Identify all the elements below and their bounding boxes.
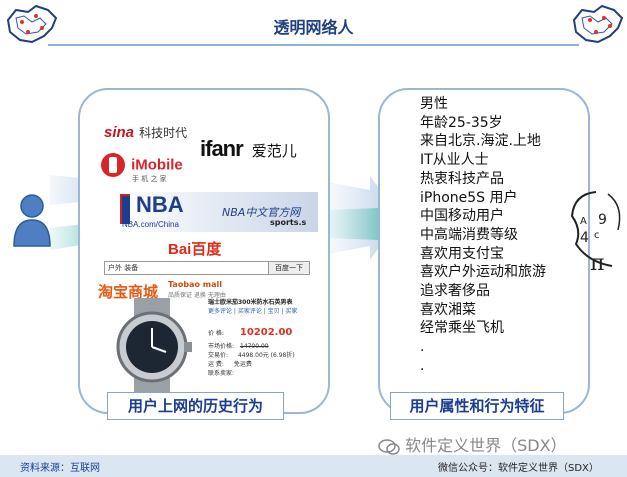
attribute-item: 喜欢用支付宝 xyxy=(420,245,504,262)
imobile-logo: iMobile 手 机 之 家 xyxy=(100,152,183,184)
svg-text:9: 9 xyxy=(598,212,607,228)
nba-logo-mark-blue xyxy=(122,196,130,224)
taobao-mall-label: Taobao mall xyxy=(168,280,222,289)
attributes-panel xyxy=(378,88,590,414)
page-title: 透明网络人 xyxy=(273,18,354,37)
baidu-logo: Bai百度 xyxy=(168,241,222,258)
attribute-item: 来自北京.海淀.上地 xyxy=(420,133,541,150)
freight-row: 运 费: 免运费 xyxy=(208,361,252,368)
header-divider xyxy=(48,44,579,46)
taobao-logo: 淘宝商城 xyxy=(98,283,159,301)
svg-text:4: 4 xyxy=(580,230,589,246)
attribute-item: . xyxy=(420,357,425,374)
product-info: 瑞士欧米茄300米防水石英男表 更多评论 | 买家评论 | 宝贝 | 买家 价 … xyxy=(208,298,316,378)
attribute-item: 经常乘坐飞机 xyxy=(420,320,504,337)
price-row: 价 格: 10202.00 xyxy=(208,327,293,338)
china-map-icon xyxy=(6,4,58,44)
baidu-search-input[interactable]: 户外 装备 xyxy=(104,261,269,275)
attribute-item: 喜欢户外运动和旅游 xyxy=(420,264,546,281)
product-title: 瑞士欧米茄300米防水石英男表 xyxy=(208,299,293,306)
attribute-list: 男性年龄25-35岁来自北京.海淀.上地 IT从业人士热衷科技产品 iPhone5S… xyxy=(420,95,546,376)
attribute-item: . xyxy=(420,339,425,356)
attribute-item: 追求奢侈品 xyxy=(420,283,490,300)
footer-bar xyxy=(0,455,627,477)
attribute-item: 喜欢湘菜 xyxy=(420,301,476,318)
svg-text:A: A xyxy=(580,216,587,227)
attribute-item: 中高端消费等级 xyxy=(420,226,518,243)
contact-row: 联系卖家: xyxy=(208,370,235,377)
product-links[interactable]: 更多评论 | 买家评论 | 宝贝 | 买家 xyxy=(208,308,298,315)
wechat-account: 微信公众号：软件定义世界（SDX） xyxy=(438,463,599,474)
svg-text:π: π xyxy=(590,251,604,276)
thinking-face-icon: A 9 4 c π xyxy=(570,191,621,276)
ifanr-logo: ifanr 爱范儿 xyxy=(200,136,297,161)
attribute-item: 年龄25-35岁 xyxy=(420,114,503,131)
source-text: 资料来源：互联网 xyxy=(20,463,100,474)
trade-price-row: 交易价: 4498.00元 (6.98折) xyxy=(208,352,295,359)
wechat-icon xyxy=(378,438,400,455)
sina-logo: sina 科技时代 xyxy=(104,124,188,141)
attributes-caption: 用户属性和行为特征 xyxy=(390,392,564,420)
phone-icon xyxy=(101,153,125,177)
svg-text:c: c xyxy=(594,230,600,241)
china-map-icon xyxy=(572,4,624,44)
nba-site-banner: NBA NBA.com/China NBA中文官方网 sports.s xyxy=(118,192,318,232)
market-price-row: 市场价格: 14700.00 xyxy=(208,343,269,350)
taobao-subline: 品质保证 退换 无理由 xyxy=(168,292,226,299)
user-icon xyxy=(13,194,51,247)
attribute-item: 中国移动用户 xyxy=(420,208,504,225)
attribute-item: IT从业人士 xyxy=(420,152,489,169)
attribute-item: 男性 xyxy=(420,96,448,112)
wechat-brand: 软件定义世界（SDX） xyxy=(378,432,567,456)
attribute-item: 热衷科技产品 xyxy=(420,170,504,187)
baidu-search-button[interactable]: 百度一下 xyxy=(268,261,310,275)
history-caption: 用户上网的历史行为 xyxy=(107,392,284,420)
attribute-item: iPhone5S 用户 xyxy=(420,189,518,206)
watch-image xyxy=(116,298,192,396)
